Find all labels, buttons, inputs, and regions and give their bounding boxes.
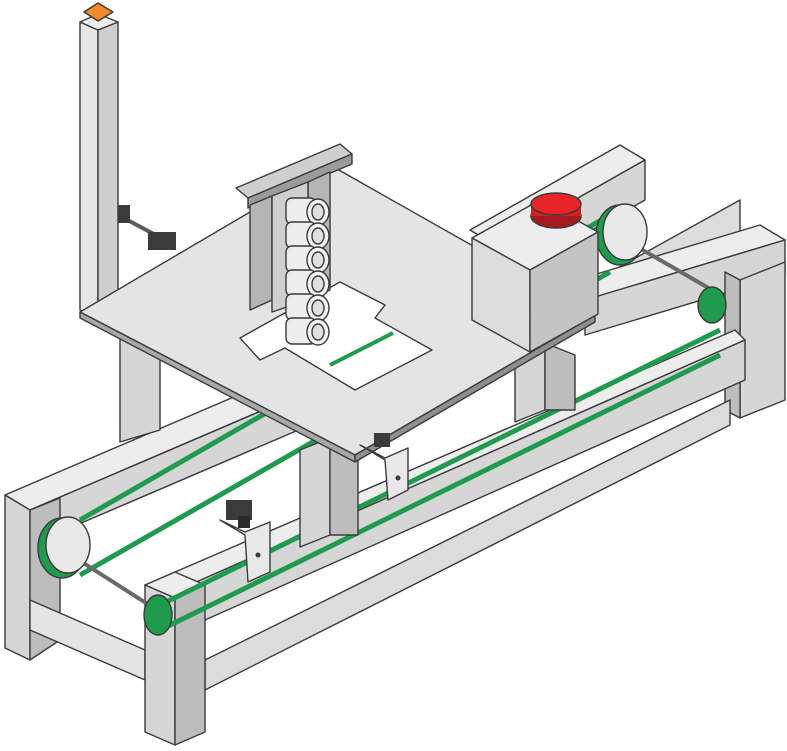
- tower-column-side: [97, 21, 119, 319]
- stack-can-4: [285, 269, 330, 298]
- pulleys: [37, 203, 727, 636]
- tower-sensor-upper: [118, 205, 130, 223]
- plate-cutout: [239, 281, 433, 391]
- control-box: [471, 192, 599, 353]
- tower-sensor-lower: [148, 232, 176, 250]
- left-leg-front: [4, 494, 31, 661]
- front-left-leg: [144, 571, 206, 746]
- belt-front-bottom: [158, 352, 722, 633]
- stop-button-icon[interactable]: [530, 192, 582, 216]
- left-pulley-rear-face: [45, 516, 91, 574]
- right-pulley-rear-face: [602, 203, 648, 261]
- signal-tower: [79, 2, 176, 319]
- stack-can-6: [285, 317, 330, 346]
- sensor-head-left: [238, 516, 250, 528]
- stack-can-1: [285, 197, 330, 226]
- cutout-belt: [329, 331, 394, 367]
- stack-can-2: [285, 221, 330, 250]
- magazine-rail-left: [249, 195, 273, 311]
- right-leg-front: [739, 261, 786, 419]
- limit-sensor-right: [359, 433, 409, 501]
- limit-sensors: [219, 433, 409, 583]
- sensor-hole-right: [395, 475, 401, 481]
- magazine: [235, 143, 353, 346]
- plate-edge-right: [354, 314, 596, 463]
- left-pulley-front: [143, 594, 173, 636]
- stack-can-5: [285, 293, 330, 322]
- gantry-plate: [79, 164, 596, 463]
- post-right-side: [544, 342, 576, 411]
- tower-column-face: [79, 21, 99, 319]
- sensor-body-right-icon: [374, 433, 390, 447]
- control-box-side: [529, 231, 599, 353]
- sensor-hole-left: [255, 552, 261, 558]
- sensor-body-left-icon: [226, 500, 252, 520]
- limit-sensor-left: [219, 500, 271, 583]
- post-center: [299, 437, 331, 548]
- stack-can-3: [285, 245, 330, 274]
- right-pulley-front: [697, 286, 727, 324]
- beacon-icon: [83, 2, 114, 22]
